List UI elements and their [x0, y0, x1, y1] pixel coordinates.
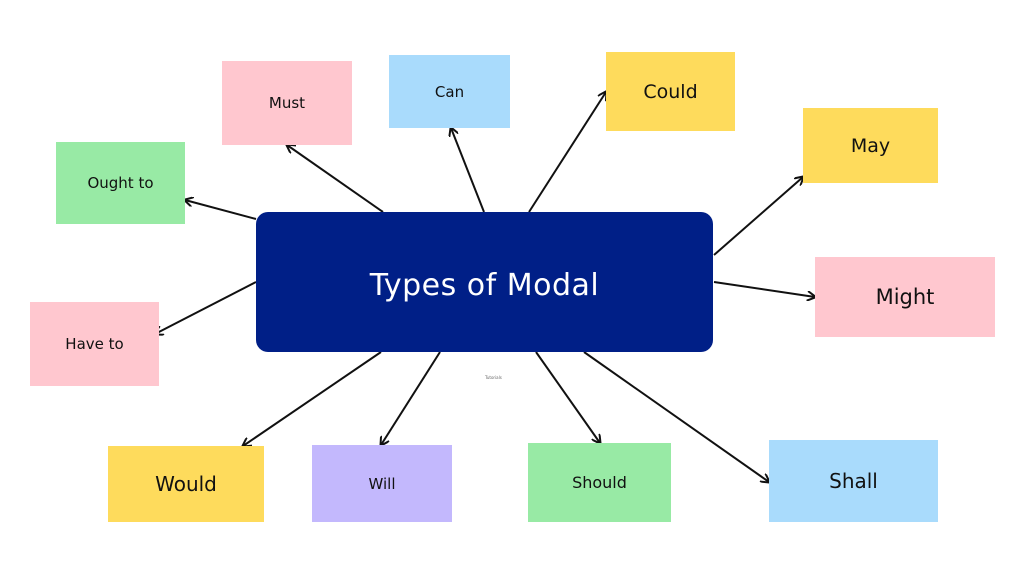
node-might: Might	[815, 257, 995, 337]
node-shall-label: Shall	[829, 469, 878, 493]
node-may-label: May	[850, 134, 891, 157]
node-should: Should	[528, 443, 671, 522]
node-must-label: Must	[268, 94, 306, 112]
arrow-to-might	[713, 281, 815, 297]
node-would: Would	[108, 446, 264, 522]
arrow-to-would	[243, 351, 382, 446]
arrow-to-can	[451, 128, 485, 213]
arrow-to-have-to	[155, 281, 257, 334]
node-should-label: Should	[572, 473, 627, 492]
node-could-label: Could	[643, 80, 698, 103]
node-have-to: Have to	[30, 302, 159, 386]
node-could: Could	[606, 52, 735, 131]
arrow-to-will	[381, 351, 441, 445]
arrow-to-must	[287, 145, 384, 213]
arrow-to-may	[713, 177, 803, 256]
tiny-label: Tutorials	[485, 375, 502, 380]
node-will-label: Will	[368, 474, 396, 493]
node-can-label: Can	[434, 82, 465, 101]
node-have-to-label: Have to	[65, 335, 124, 353]
node-ought-to-label: Ought to	[87, 174, 154, 192]
node-shall: Shall	[769, 440, 938, 522]
center-title: Types of Modal	[369, 267, 600, 303]
arrow-to-should	[535, 351, 600, 443]
node-would-label: Would	[155, 472, 217, 496]
node-might-label: Might	[875, 285, 935, 309]
center-node: Types of Modal	[256, 212, 713, 352]
node-may: May	[803, 108, 938, 183]
node-ought-to: Ought to	[56, 142, 185, 224]
node-can: Can	[389, 55, 510, 128]
arrow-to-ought-to	[185, 200, 257, 220]
arrow-to-could	[528, 92, 606, 213]
node-will: Will	[312, 445, 452, 522]
node-must: Must	[222, 61, 352, 145]
